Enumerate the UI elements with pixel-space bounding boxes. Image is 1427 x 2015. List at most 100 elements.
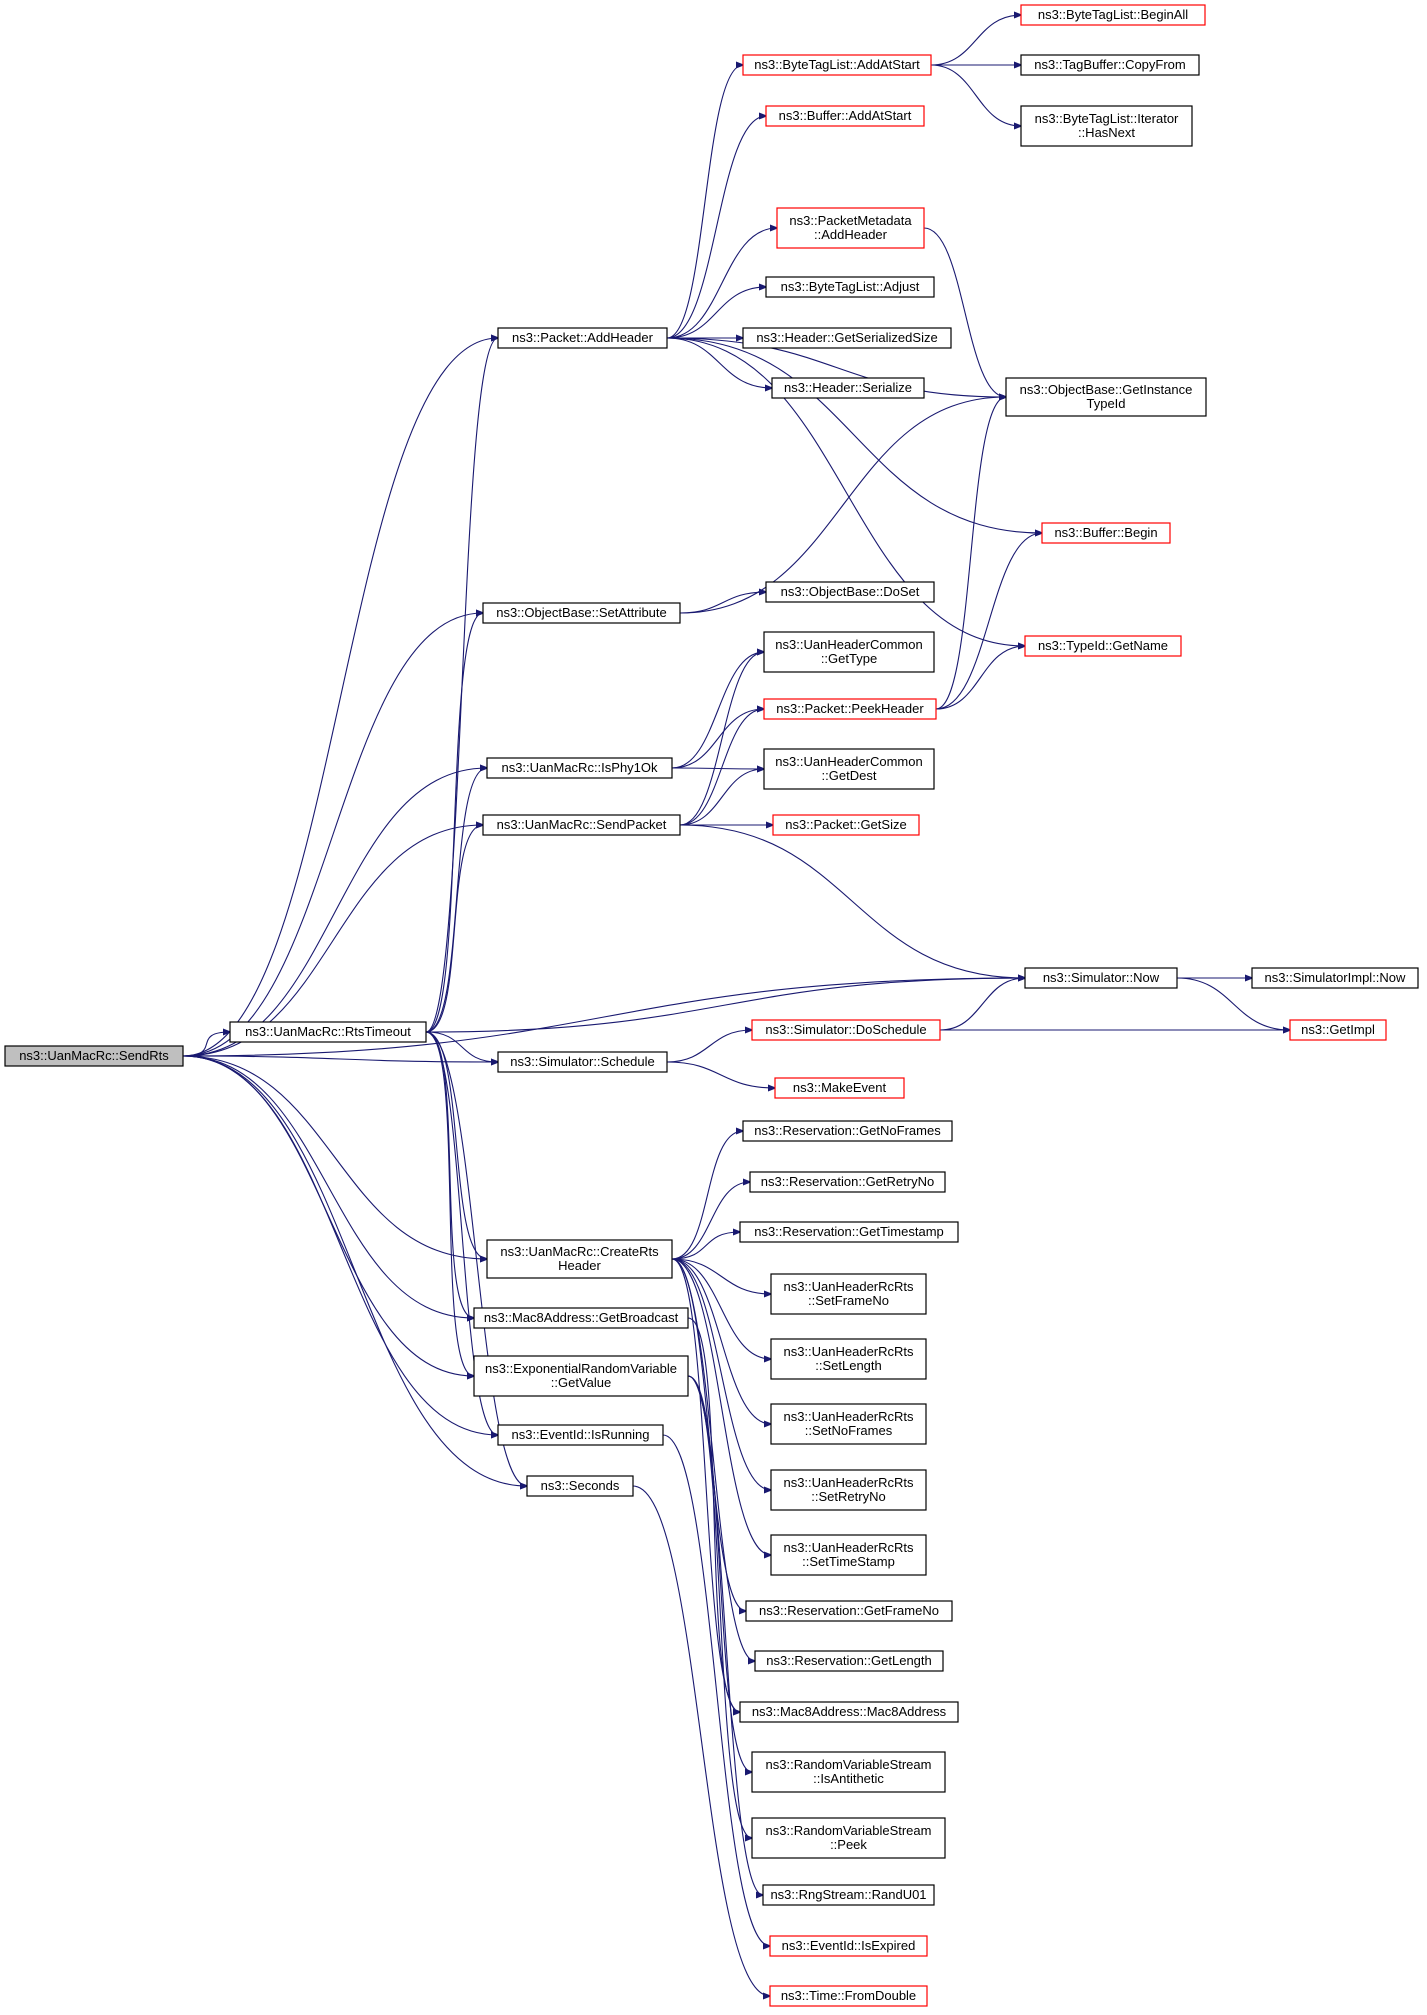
node-makeevent[interactable]: ns3::MakeEvent	[774, 1077, 905, 1099]
node-uhrr-settimestamp[interactable]: ns3::UanHeaderRcRts::SetTimeStamp	[770, 1534, 927, 1576]
node-getimpl[interactable]: ns3::GetImpl	[1289, 1019, 1387, 1041]
node-label: ns3::MakeEvent	[793, 1080, 887, 1095]
node-mac8-getbroadcast[interactable]: ns3::Mac8Address::GetBroadcast	[473, 1307, 689, 1329]
node-pm-addheader[interactable]: ns3::PacketMetadata::AddHeader	[776, 207, 925, 249]
node-addheader[interactable]: ns3::Packet::AddHeader	[497, 327, 668, 349]
edge-rtstimeout-to-eventid-isrunning	[425, 1031, 498, 1435]
node-label: ns3::Packet::PeekHeader	[776, 701, 924, 716]
node-buffer-begin[interactable]: ns3::Buffer::Begin	[1041, 522, 1171, 544]
node-uhrr-setnoframes[interactable]: ns3::UanHeaderRcRts::SetNoFrames	[770, 1403, 927, 1445]
edge-rtstimeout-to-ob-setattribute	[425, 613, 483, 1033]
node-time-fromdouble[interactable]: ns3::Time::FromDouble	[769, 1985, 928, 2007]
edge-sim-now-to-getimpl	[1176, 977, 1290, 1030]
node-box	[770, 1403, 927, 1445]
edge-createrts-to-res-getnoframes	[671, 1131, 743, 1260]
node-box	[1041, 522, 1171, 544]
node-mac8-ctor[interactable]: ns3::Mac8Address::Mac8Address	[739, 1701, 959, 1723]
node-box	[497, 1051, 668, 1073]
node-label: ns3::Reservation::GetTimestamp	[754, 1224, 944, 1239]
node-hdr-getsize[interactable]: ns3::Header::GetSerializedSize	[742, 327, 952, 349]
node-sim-doschedule[interactable]: ns3::Simulator::DoSchedule	[751, 1019, 941, 1041]
edge-sendrts-to-mac8-getbroadcast	[182, 1055, 474, 1318]
node-box	[763, 748, 935, 790]
node-isphy1ok[interactable]: ns3::UanMacRc::IsPhy1Ok	[486, 757, 673, 779]
node-tagbuffer-copyfrom[interactable]: ns3::TagBuffer::CopyFrom	[1020, 54, 1200, 76]
node-box	[769, 1935, 928, 1957]
node-hdr-serialize[interactable]: ns3::Header::Serialize	[771, 377, 925, 399]
node-uhrr-setframeno[interactable]: ns3::UanHeaderRcRts::SetFrameNo	[770, 1273, 927, 1315]
node-packet-getsize[interactable]: ns3::Packet::GetSize	[772, 814, 920, 836]
node-box	[229, 1021, 427, 1043]
node-label: ns3::Reservation::GetNoFrames	[754, 1123, 941, 1138]
node-label: ns3::UanHeaderCommon	[775, 637, 922, 652]
node-eventid-isrunning[interactable]: ns3::EventId::IsRunning	[497, 1424, 664, 1446]
node-box	[1020, 54, 1200, 76]
node-label: ns3::ByteTagList::Adjust	[781, 279, 920, 294]
node-uhrr-setlength[interactable]: ns3::UanHeaderRcRts::SetLength	[770, 1338, 927, 1380]
edge-sendpacket-to-sim-now	[679, 824, 1025, 978]
node-label: ns3::Mac8Address::GetBroadcast	[484, 1310, 679, 1325]
node-rng-randu01[interactable]: ns3::RngStream::RandU01	[762, 1884, 935, 1906]
node-res-getnoframes[interactable]: ns3::Reservation::GetNoFrames	[742, 1120, 953, 1142]
node-sim-now[interactable]: ns3::Simulator::Now	[1024, 967, 1178, 989]
node-uhc-gettype[interactable]: ns3::UanHeaderCommon::GetType	[763, 631, 935, 673]
node-label: ns3::RngStream::RandU01	[770, 1887, 926, 1902]
node-label: ns3::ByteTagList::BeginAll	[1038, 7, 1188, 22]
node-box	[473, 1355, 689, 1397]
node-label: ::SetRetryNo	[811, 1489, 885, 1504]
node-label: ns3::ObjectBase::DoSet	[781, 584, 920, 599]
node-buffer-addatstart[interactable]: ns3::Buffer::AddAtStart	[765, 105, 925, 127]
node-eventid-isexpired[interactable]: ns3::EventId::IsExpired	[769, 1935, 928, 1957]
node-seconds[interactable]: ns3::Seconds	[526, 1475, 634, 1497]
edge-createrts-to-uhrr-settimestamp	[671, 1258, 771, 1555]
node-label: ns3::ByteTagList::Iterator	[1035, 111, 1179, 126]
node-label: ns3::Reservation::GetRetryNo	[761, 1174, 934, 1189]
node-res-gettimestamp[interactable]: ns3::Reservation::GetTimestamp	[739, 1221, 959, 1243]
node-typeid-getname[interactable]: ns3::TypeId::GetName	[1024, 635, 1182, 657]
node-label: ::GetType	[821, 651, 877, 666]
node-box	[776, 207, 925, 249]
node-box	[1024, 967, 1178, 989]
node-label: ::GetValue	[551, 1375, 611, 1390]
edge-ob-setattribute-to-ob-getinstancetypeid	[679, 397, 1006, 614]
node-erv-getvalue[interactable]: ns3::ExponentialRandomVariable::GetValue	[473, 1355, 689, 1397]
node-simimpl-now[interactable]: ns3::SimulatorImpl::Now	[1251, 967, 1419, 989]
node-sim-schedule[interactable]: ns3::Simulator::Schedule	[497, 1051, 668, 1073]
node-label: ns3::UanHeaderCommon	[775, 754, 922, 769]
node-sendpacket[interactable]: ns3::UanMacRc::SendPacket	[482, 814, 681, 836]
node-box	[497, 1424, 664, 1446]
node-res-getlength[interactable]: ns3::Reservation::GetLength	[754, 1650, 944, 1672]
node-uhrr-setretryno[interactable]: ns3::UanHeaderRcRts::SetRetryNo	[770, 1469, 927, 1511]
node-box	[772, 814, 920, 836]
edge-rtstimeout-to-createrts	[425, 1031, 487, 1259]
edge-sendrts-to-eventid-isrunning	[182, 1055, 498, 1435]
edge-rtstimeout-to-seconds	[425, 1031, 527, 1486]
node-uhc-getdest[interactable]: ns3::UanHeaderCommon::GetDest	[763, 748, 935, 790]
node-box	[765, 276, 935, 298]
edge-sendpacket-to-packet-peekheader	[679, 709, 764, 826]
node-bt-addatstart[interactable]: ns3::ByteTagList::AddAtStart	[742, 54, 932, 76]
node-label: ns3::UanMacRc::SendRts	[19, 1048, 169, 1063]
edge-addheader-to-typeid-getname	[666, 337, 1025, 646]
node-bt-beginall[interactable]: ns3::ByteTagList::BeginAll	[1020, 4, 1206, 26]
node-label: ns3::TagBuffer::CopyFrom	[1034, 57, 1186, 72]
edge-addheader-to-bt-adjust	[666, 287, 766, 339]
node-rvs-isantithetic[interactable]: ns3::RandomVariableStream::IsAntithetic	[751, 1751, 946, 1793]
node-res-getframeno[interactable]: ns3::Reservation::GetFrameNo	[745, 1600, 953, 1622]
node-ob-doset[interactable]: ns3::ObjectBase::DoSet	[765, 581, 935, 603]
node-bt-adjust[interactable]: ns3::ByteTagList::Adjust	[765, 276, 935, 298]
node-packet-peekheader[interactable]: ns3::Packet::PeekHeader	[763, 698, 937, 720]
edge-bt-addatstart-to-bt-iter-hasnext	[930, 64, 1021, 126]
node-res-getretryno[interactable]: ns3::Reservation::GetRetryNo	[749, 1171, 946, 1193]
node-rtstimeout[interactable]: ns3::UanMacRc::RtsTimeout	[229, 1021, 427, 1043]
node-ob-setattribute[interactable]: ns3::ObjectBase::SetAttribute	[482, 602, 681, 624]
node-rvs-peek[interactable]: ns3::RandomVariableStream::Peek	[751, 1817, 946, 1859]
node-sendrts[interactable]: ns3::UanMacRc::SendRts	[4, 1045, 184, 1067]
edge-rtstimeout-to-sendpacket	[425, 825, 483, 1033]
node-box	[763, 698, 937, 720]
edge-sendrts-to-addheader	[182, 338, 498, 1057]
node-bt-iter-hasnext[interactable]: ns3::ByteTagList::Iterator::HasNext	[1020, 105, 1193, 147]
node-box	[473, 1307, 689, 1329]
